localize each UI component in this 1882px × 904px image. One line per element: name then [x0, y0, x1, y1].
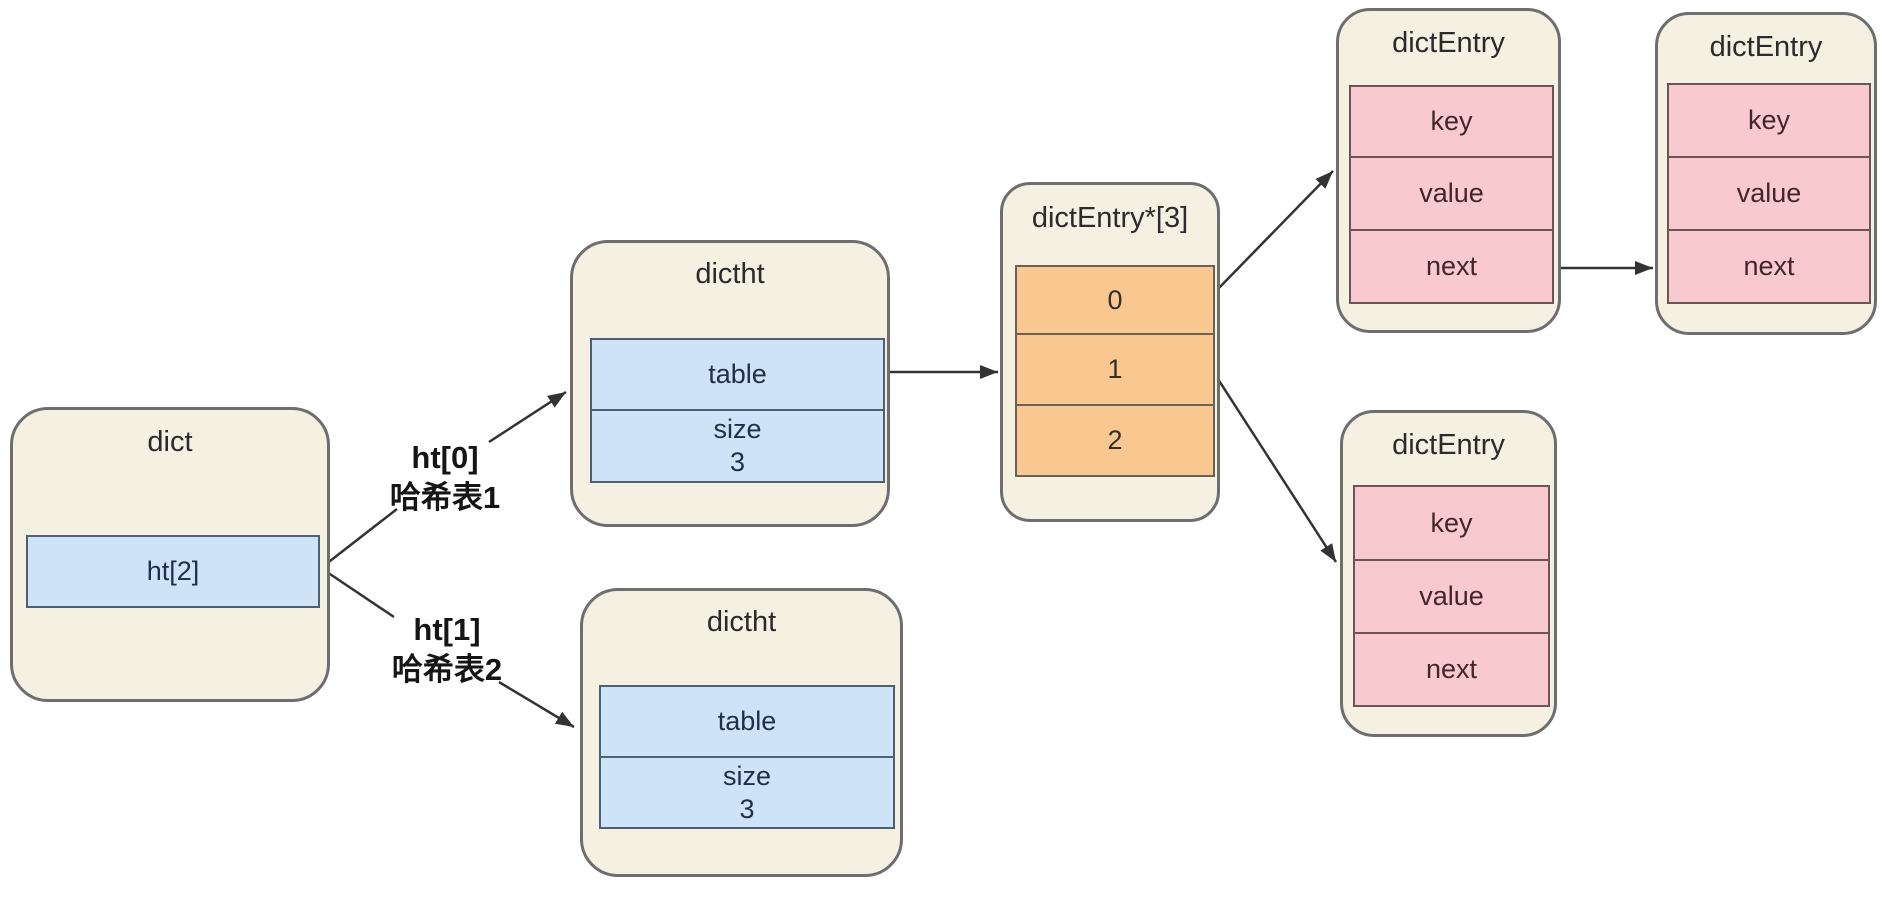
edge-label-ht1-desc: 哈希表2 — [391, 652, 503, 687]
dictentry-array-title: dictEntry*[3] — [1031, 202, 1189, 234]
bucket-slot-1: 1 — [1015, 333, 1215, 406]
dictentry-c-field-key: key — [1353, 485, 1550, 561]
dict-struct-box: dict ht[2] — [10, 407, 330, 702]
dictentry-c-field-value: value — [1353, 559, 1550, 634]
edge-label-ht1-name: ht[1] — [413, 612, 481, 647]
edge-label-ht1: ht[1] 哈希表2 — [357, 610, 537, 690]
dictentry-c-field-next: next — [1353, 632, 1550, 707]
dictentry-b-field-key: key — [1667, 83, 1871, 158]
dictht1-field-table: table — [590, 338, 885, 411]
dictentry-c-stack: key value next — [1353, 485, 1550, 707]
dictentry-b-field-next: next — [1667, 229, 1871, 304]
dictentry-a-field-key: key — [1349, 85, 1554, 158]
dictentry-a-stack: key value next — [1349, 85, 1554, 304]
dictht2-field-table: table — [599, 685, 895, 758]
dictentry-c-title: dictEntry — [1392, 429, 1505, 461]
dictht1-struct-title: dictht — [695, 258, 765, 290]
dictht1-field-stack: table size 3 — [590, 338, 885, 483]
dictht1-struct-box: dictht table size 3 — [570, 240, 890, 527]
arrow-ht0-to-dictht1 — [488, 390, 567, 444]
dictentry-b-stack: key value next — [1667, 83, 1871, 304]
dictht2-field-size: size 3 — [599, 756, 895, 829]
dictentry-a-box: dictEntry key value next — [1336, 8, 1561, 333]
dictentry-b-field-value: value — [1667, 156, 1871, 231]
edge-label-ht0-desc: 哈希表1 — [389, 480, 501, 515]
dictentry-b-box: dictEntry key value next — [1655, 12, 1877, 335]
dict-field-ht2: ht[2] — [26, 535, 320, 608]
edge-label-ht0: ht[0] 哈希表1 — [355, 438, 535, 518]
dictentry-a-field-next: next — [1349, 229, 1554, 304]
dictentry-c-box: dictEntry key value next — [1340, 410, 1557, 737]
dictht2-field-size-label: size — [722, 760, 771, 791]
dictht1-field-size-label: size — [713, 414, 762, 444]
arrow-slot1-to-dictentry-c — [1214, 375, 1338, 563]
bucket-slot-0: 0 — [1015, 265, 1215, 335]
dict-struct-title: dict — [147, 426, 193, 458]
dictht2-struct-title: dictht — [706, 606, 777, 638]
dictht2-field-stack: table size 3 — [599, 685, 895, 829]
dictht1-field-size-value: 3 — [729, 447, 746, 477]
dictentry-a-field-value: value — [1349, 156, 1554, 231]
arrow-slot0-to-dictentry-a — [1215, 170, 1334, 292]
dictentry-array-stack: 0 1 2 — [1015, 265, 1215, 477]
dictentry-a-title: dictEntry — [1392, 27, 1505, 59]
dictentry-b-title: dictEntry — [1709, 31, 1823, 63]
bucket-slot-2: 2 — [1015, 404, 1215, 477]
dictht2-field-size-value: 3 — [739, 793, 755, 824]
dict-field-stack: ht[2] — [26, 535, 320, 608]
dictht2-struct-box: dictht table size 3 — [580, 588, 903, 877]
dictentry-array-box: dictEntry*[3] 0 1 2 — [1000, 182, 1220, 522]
dictht1-field-size: size 3 — [590, 409, 885, 483]
edge-label-ht0-name: ht[0] — [411, 440, 479, 475]
